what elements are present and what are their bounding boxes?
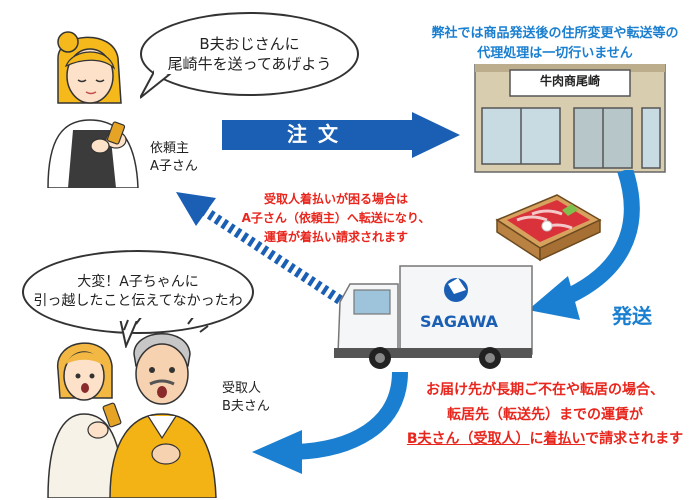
delivery-note-line3: B夫さん（受取人）に着払いで請求されます: [395, 427, 695, 452]
delivery-note: お届け先が長期ご不在や転居の場合、 転居先（転送先）までの運賃が B夫さん（受取…: [395, 378, 695, 452]
recipient-couple-illustration: [47, 318, 217, 498]
recipient-bubble-line2: 引っ越したこと伝えてなかったわ: [33, 293, 243, 309]
requester-label-role: 依頼主: [150, 141, 190, 156]
requester-bubble-tail: [140, 70, 173, 99]
recipient-speech-bubble: 大変！A子ちゃんに 引っ越したこと伝えてなかったわ: [22, 250, 254, 334]
delivery-note-line1: お届け先が長期ご不在や転居の場合、: [426, 382, 664, 398]
shipping-label: 発送: [612, 304, 652, 328]
requester-bubble-line1: B夫おじさんに: [199, 34, 300, 53]
order-arrow-label: 注 文: [287, 122, 340, 146]
delivery-truck-illustration: [334, 265, 533, 369]
requester-bubble-line2: 尾崎牛を送ってあげよう: [167, 55, 332, 73]
truck-brand-logo: SAGAWA: [420, 312, 499, 331]
shop-notice-line2: 代理処理は一切行いません: [477, 45, 633, 61]
recipient-label: 受取人 B夫さん: [222, 380, 270, 415]
delivery-note-line2: 転居先（転送先）までの運賃が: [447, 406, 643, 423]
requester-label: 依頼主 A子さん: [150, 140, 198, 175]
refusal-note: 受取人着払いが困る場合は A子さん（依頼主）へ転送になり、 運賃が着払い請求され…: [236, 190, 436, 248]
recipient-label-role: 受取人: [222, 381, 262, 396]
recipient-label-name: B夫さん: [222, 398, 270, 414]
refusal-note-line3: 運賃が着払い請求されます: [263, 230, 408, 245]
delivery-note-cod: 着払い: [543, 431, 586, 447]
requester-speech-bubble: B夫おじさんに 尾崎牛を送ってあげよう: [140, 12, 359, 96]
refusal-note-line2: A子さん（依頼主）へ転送になり、: [241, 211, 431, 226]
requester-label-name: A子さん: [150, 158, 198, 174]
delivery-note-particle: に: [529, 431, 544, 447]
recipient-bubble-tail: [118, 318, 141, 348]
delivery-note-payer: B夫さん（受取人）: [406, 431, 530, 447]
shop-sign: 牛肉商尾崎: [539, 74, 600, 88]
shipping-arrow: [528, 170, 640, 320]
delivery-note-tail: で請求されます: [585, 431, 684, 447]
refusal-note-line1: 受取人着払いが困る場合は: [263, 192, 408, 206]
order-arrow: [222, 112, 460, 158]
delivery-arrow: [252, 372, 408, 474]
shop-notice: 弊社では商品発送後の住所変更や転送等の 代理処理は一切行いません: [420, 24, 690, 63]
recipient-bubble-line1: 大変！A子ちゃんに: [77, 274, 199, 291]
forward-to-requester-arrow: [176, 192, 343, 305]
shop-notice-line1: 弊社では商品発送後の住所変更や転送等の: [431, 26, 679, 41]
requester-woman-illustration: [47, 31, 139, 188]
meat-box-illustration: [495, 194, 602, 262]
shop-building-illustration: [474, 64, 666, 173]
